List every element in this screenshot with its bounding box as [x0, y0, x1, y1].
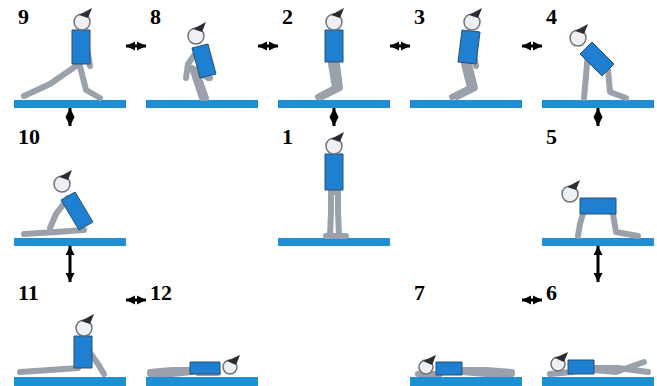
- pose-panel: 12: [146, 282, 258, 386]
- ground-bar: [278, 100, 390, 108]
- pose-panel: 4: [542, 6, 654, 108]
- step-number: 4: [546, 6, 557, 28]
- ground-bar: [542, 377, 654, 386]
- pose-panel: 6: [542, 282, 654, 386]
- robot-visor: [469, 8, 482, 18]
- transition-arrow: [597, 108, 600, 126]
- ground-bar: [14, 100, 126, 108]
- pose-panel: 2: [278, 6, 390, 108]
- robot-visor: [423, 355, 436, 365]
- ground-bar: [14, 377, 126, 386]
- robot-torso: [74, 336, 92, 368]
- robot-visor: [567, 180, 580, 190]
- robot-visor: [193, 22, 206, 32]
- robot-visor: [81, 314, 94, 324]
- robot-squatting: [186, 22, 216, 98]
- pose-panel: 10: [14, 126, 126, 246]
- ground-bar: [410, 377, 522, 386]
- robot-visor: [59, 170, 72, 180]
- step-number: 2: [282, 6, 293, 28]
- robot-torso: [436, 362, 462, 375]
- transition-arrow: [69, 108, 72, 126]
- robot-sitting-bent: [24, 170, 93, 234]
- transition-arrow: [69, 246, 72, 282]
- pose-panel: 8: [146, 6, 258, 108]
- robot-torso: [190, 362, 220, 374]
- robot-torso: [580, 198, 616, 214]
- pose-panel: 11: [14, 282, 126, 386]
- robot-visor: [79, 8, 92, 18]
- pose-panel: 7: [410, 282, 522, 386]
- ground-bar: [410, 100, 522, 108]
- robot-torso: [72, 30, 90, 64]
- step-number: 6: [546, 282, 557, 304]
- pose-panel: 5: [542, 126, 654, 246]
- robot-kneeling: [318, 8, 344, 97]
- robot-standing: [325, 132, 346, 236]
- pose-panel: 3: [410, 6, 522, 108]
- transition-arrow: [522, 45, 542, 48]
- robot-sitting: [20, 314, 104, 374]
- step-number: 9: [18, 6, 29, 28]
- robot-visor: [331, 8, 344, 18]
- robot-torso: [192, 44, 216, 78]
- pose-panel: 9: [14, 6, 126, 108]
- robot-prone: [418, 355, 512, 375]
- transition-arrow: [522, 299, 542, 302]
- transition-arrow: [126, 45, 146, 48]
- step-number: 12: [150, 282, 172, 304]
- robot-kneeling-leaning: [452, 8, 482, 97]
- robot-all-fours: [562, 180, 638, 236]
- transition-arrow: [597, 246, 600, 282]
- ground-bar: [542, 238, 654, 246]
- robot-supine: [150, 355, 240, 374]
- ground-bar: [278, 238, 390, 246]
- robot-prone-leg-raised: [550, 352, 648, 374]
- transition-arrow: [390, 45, 410, 48]
- ground-bar: [146, 377, 258, 386]
- robot-torso: [580, 42, 614, 76]
- robot-visor: [227, 355, 240, 365]
- transition-arrow: [126, 299, 146, 302]
- ground-bar: [14, 238, 126, 246]
- pose-panel: 1: [278, 126, 390, 246]
- step-number: 3: [414, 6, 425, 28]
- robot-kneeling-hands-down: [570, 24, 626, 98]
- step-number: 8: [150, 6, 161, 28]
- step-number: 10: [18, 126, 40, 148]
- transition-arrow: [258, 45, 278, 48]
- robot-torso: [568, 360, 594, 374]
- robot-torso: [458, 30, 480, 64]
- robot-visor: [555, 352, 568, 362]
- robot-torso: [325, 30, 343, 62]
- ground-bar: [146, 100, 258, 108]
- robot-visor: [575, 24, 588, 34]
- step-number: 7: [414, 282, 425, 304]
- step-number: 5: [546, 126, 557, 148]
- step-number: 1: [282, 126, 293, 148]
- ground-bar: [542, 100, 654, 108]
- robot-leg-extended: [24, 8, 100, 98]
- robot-torso: [325, 154, 343, 190]
- robot-visor: [331, 132, 344, 142]
- transition-arrow: [333, 108, 336, 126]
- robot-torso: [61, 192, 93, 230]
- step-number: 11: [18, 282, 39, 304]
